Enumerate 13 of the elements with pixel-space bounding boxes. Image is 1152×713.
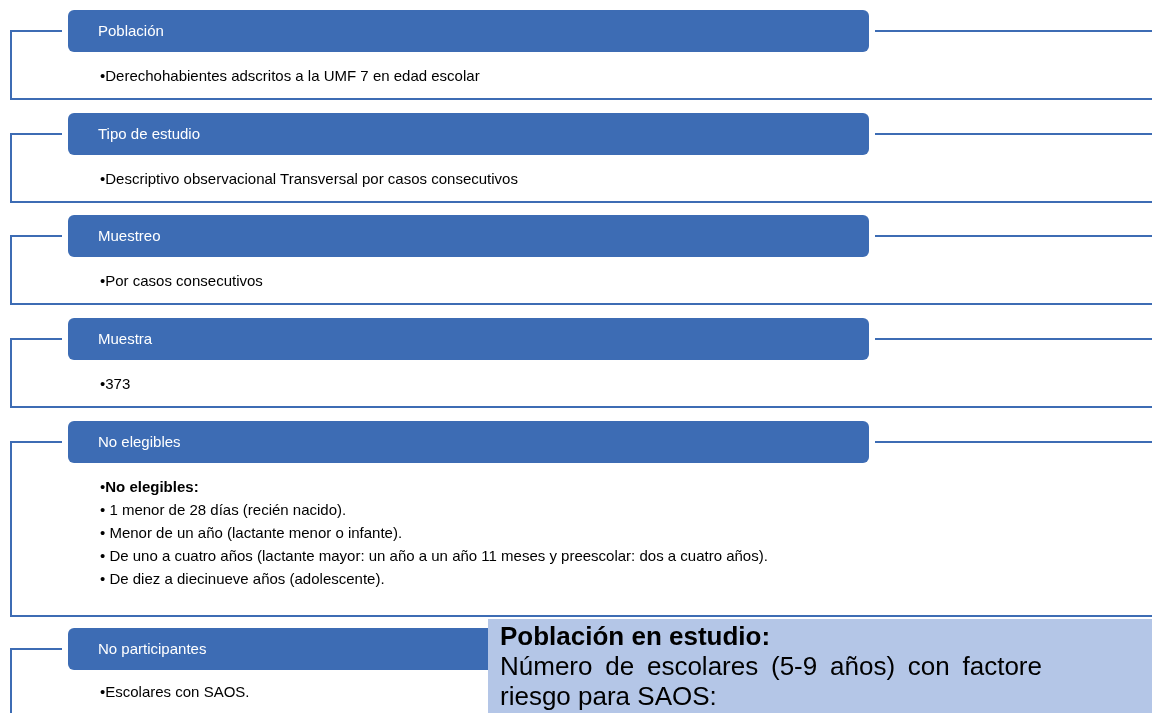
bullet-item: • De diez a diecinueve años (adolescente). <box>100 569 386 589</box>
bullet-item: •Por casos consecutivos <box>100 271 263 291</box>
bullet-item: • De uno a cuatro años (lactante mayor: un año a un año 11 meses y preescolar: dos a cuatro años). <box>100 546 768 566</box>
bullet-item: •Derechohabientes adscritos a la UMF 7 en edad escolar <box>100 66 480 86</box>
summary-panel <box>488 619 1152 713</box>
panel-heading: Población en estudio: <box>500 621 772 651</box>
bullet-item: •Descriptivo observacional Transversal por casos consecutivos <box>100 169 518 189</box>
bullet-item: • Menor de un año (lactante menor o infante). <box>100 523 404 543</box>
panel-text: Número de escolares (5-9 años) con factore riesgo para SAOS: <box>500 651 1042 711</box>
bullet-item: •No elegibles: <box>100 477 200 497</box>
bullet-item: • 1 menor de 28 días (recién nacido). <box>100 500 348 520</box>
bullet-item: •373 <box>100 374 131 394</box>
bullet-item: •Escolares con SAOS. <box>100 682 250 702</box>
